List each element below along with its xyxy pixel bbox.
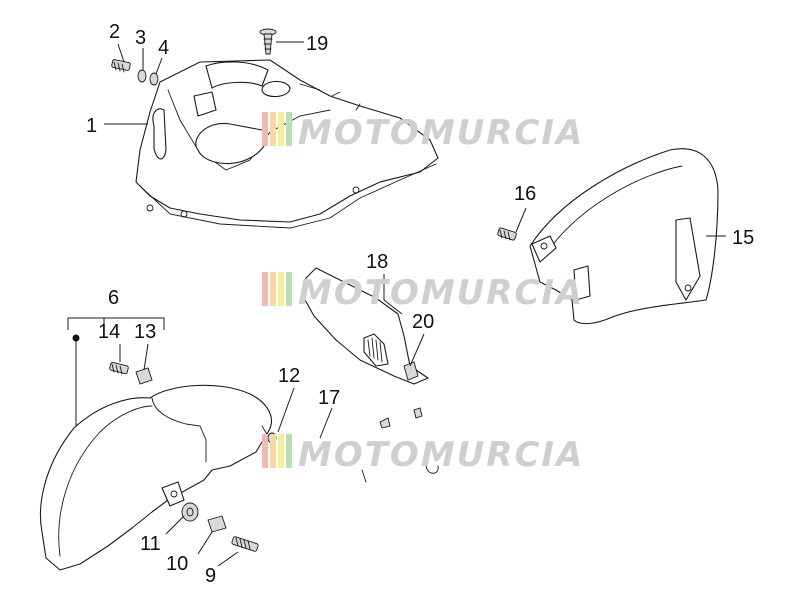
rear-mudguard (529, 148, 719, 325)
watermark-middle: MOTOMURCIA (262, 272, 584, 313)
callout-19: 19 (306, 33, 328, 55)
screws-under-guard (379, 407, 423, 429)
callout-17: 17 (318, 387, 340, 409)
callout-1: 1 (86, 115, 97, 137)
callout-16: 16 (514, 183, 536, 205)
callout-12: 12 (278, 365, 300, 387)
grommet-11 (181, 502, 199, 522)
stripe-d (286, 112, 292, 146)
screw-16 (497, 227, 517, 241)
leader-lines (67, 41, 726, 567)
stripe-c (278, 112, 284, 146)
bullet-marker (72, 334, 80, 342)
callout-3: 3 (135, 27, 146, 49)
screw-19 (259, 28, 277, 55)
callout-13: 13 (134, 321, 156, 343)
spacer-10 (207, 515, 227, 533)
callout-20: 20 (412, 311, 434, 333)
callout-11: 11 (140, 533, 161, 555)
callout-18: 18 (366, 251, 388, 273)
screw-2 (111, 59, 131, 73)
stripe-b (270, 112, 276, 146)
washer-3 (137, 69, 147, 83)
callout-15: 15 (732, 227, 754, 249)
callout-10: 10 (166, 553, 188, 575)
screw-9 (231, 536, 259, 552)
callout-6: 6 (108, 287, 119, 309)
watermark-text: MOTOMURCIA (298, 113, 584, 153)
callout-4: 4 (158, 37, 169, 59)
watermark-text: MOTOMURCIA (298, 273, 584, 313)
screw-14 (109, 361, 129, 375)
watermark-top: MOTOMURCIA (262, 112, 584, 153)
nut-13 (135, 367, 153, 385)
callout-14: 14 (98, 321, 120, 343)
callouts: 1 2 3 4 6 9 10 11 12 13 14 15 16 17 18 1… (86, 21, 754, 587)
clip-17 (361, 463, 439, 483)
watermark-text: MOTOMURCIA (298, 435, 584, 475)
callout-2: 2 (109, 21, 120, 43)
stripe-a (262, 112, 268, 146)
washer-4 (149, 72, 159, 86)
splash-guard (303, 267, 429, 385)
watermark-bottom: MOTOMURCIA (262, 434, 584, 475)
callout-9: 9 (205, 565, 216, 587)
front-mudguard (39, 384, 272, 571)
